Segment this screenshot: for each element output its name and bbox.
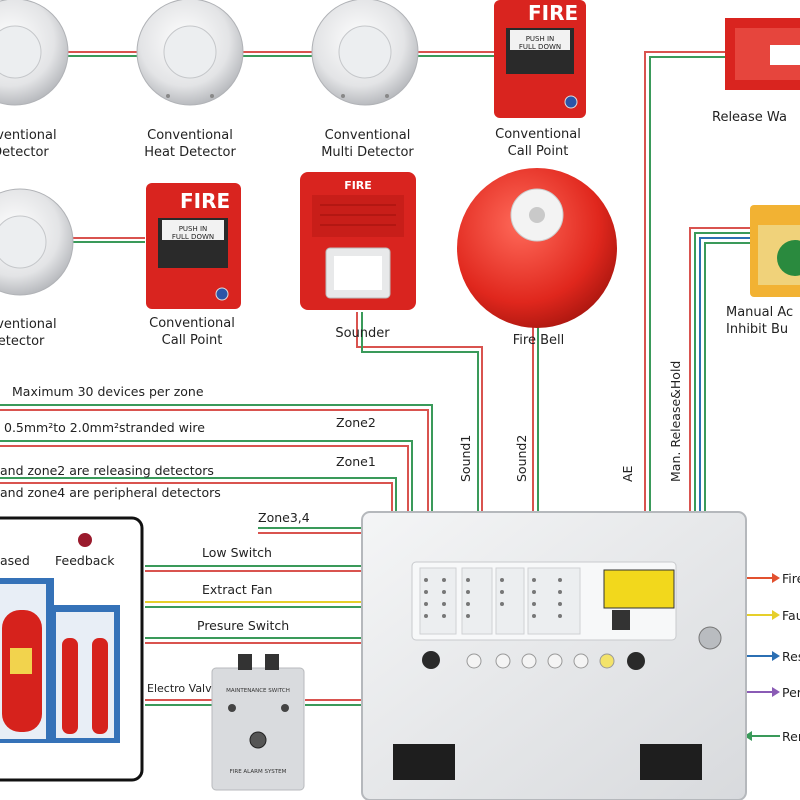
label-line2: e Detector (0, 145, 49, 160)
push-in-text-2: PUSH IN (179, 225, 208, 233)
sounder-label: Sounder (320, 325, 405, 342)
electro-valve-label: Electro Valv (147, 682, 212, 695)
label-line2: Heat Detector (144, 145, 236, 160)
full-down-text-top: FULL DOWN (519, 43, 561, 51)
label-line1: onventional (0, 128, 57, 143)
zone-wires (0, 404, 433, 534)
manual-abort-device (750, 205, 800, 297)
multi-detector (311, 0, 419, 106)
ae-label: AE (620, 465, 635, 482)
zone2-label: Zone2 (336, 415, 376, 430)
release-warning-sign (725, 18, 800, 90)
label-line2: Multi Detector (321, 145, 414, 160)
zone1-label: Zone1 (336, 454, 376, 469)
feedback-label: Feedback (55, 553, 115, 568)
multi-detector-left (0, 188, 74, 296)
label-line1: Conventional (149, 316, 235, 331)
pressure-switch-label: Presure Switch (197, 618, 290, 633)
fault-output-label: Fau (782, 608, 800, 623)
control-panel (361, 511, 747, 800)
label-line2: Inhibit Bu (726, 322, 789, 337)
fire-word-sounder: FIRE (344, 179, 372, 192)
label-line1: onventional (0, 317, 57, 332)
label-line1: Sounder (335, 326, 390, 341)
sound1-label: Sound1 (458, 434, 473, 482)
man-release-label: Man. Release&Hold (668, 360, 683, 482)
note-max-devices: Maximum 30 devices per zone (12, 384, 204, 399)
fire-bell-device (457, 168, 617, 328)
call-point-2 (146, 183, 241, 309)
smoke-detector-top-label: onventional e Detector (0, 127, 90, 161)
top-zone-wires (60, 51, 495, 243)
label-line2: i Detector (0, 334, 45, 349)
label-line1: Conventional (324, 128, 411, 143)
fire-output-label: Fire (782, 571, 800, 586)
label-line1: Conventional (147, 128, 233, 143)
manual-abort-label: Manual Ac Inhibit Bu (726, 304, 800, 338)
label-line2: Call Point (507, 144, 569, 159)
fire-alarm-system-text: FIRE ALARM SYSTEM (230, 769, 287, 775)
multi-detector-label: Conventional Multi Detector (305, 127, 430, 161)
sound2-label: Sound2 (514, 434, 529, 482)
remote-output-label: Rem (782, 729, 800, 744)
full-down-text-2: FULL DOWN (172, 233, 214, 241)
heat-detector-label: Conventional Heat Detector (130, 127, 250, 161)
push-in-text-top: PUSH IN (526, 35, 555, 43)
note-zone-release: and zone2 are releasing detectors (0, 463, 214, 478)
zone34-label: Zone3,4 (258, 510, 310, 525)
released-label: ased (0, 553, 30, 568)
heat-detector (136, 0, 244, 106)
label-line1: Manual Ac (726, 305, 794, 320)
panel-led-grid (424, 578, 562, 618)
note-zone-peripheral: and zone4 are peripheral detectors (0, 485, 221, 500)
sounder-wires (356, 312, 539, 512)
sounder-device (300, 172, 416, 310)
reset-output-label: Res (782, 649, 800, 664)
label-line1: Fire Bell (512, 333, 565, 348)
label-line1: Release Wa (712, 110, 787, 125)
fire-word-call-point-top: FIRE (528, 1, 578, 25)
fire-word-call-point-2: FIRE (180, 189, 230, 213)
note-wire-spec: 0.5mm²to 2.0mm²stranded wire (4, 420, 205, 435)
fire-bell-label: Fire Bell (496, 332, 581, 349)
smoke-detector-top-left (0, 0, 69, 106)
release-system-frame (0, 516, 144, 782)
label-line1: Conventional (495, 127, 581, 142)
control-wires (644, 51, 752, 512)
multi-detector-left-label: onventional i Detector (0, 316, 90, 350)
call-point-2-label: Conventional Call Point (132, 315, 252, 349)
release-warning-label: Release Wa (712, 109, 800, 126)
call-point-top-label: Conventional Call Point (478, 126, 598, 160)
call-point-top (494, 0, 586, 118)
extract-fan-label: Extract Fan (202, 582, 273, 597)
peripheral-output-label: Per (782, 685, 800, 700)
label-line2: Call Point (161, 333, 223, 348)
low-switch-label: Low Switch (202, 545, 272, 560)
input-wires (145, 565, 362, 706)
maintenance-switch-box (211, 654, 305, 791)
maintenance-switch-text: MAINTENANCE SWITCH (226, 688, 290, 694)
output-arrows (744, 573, 780, 741)
